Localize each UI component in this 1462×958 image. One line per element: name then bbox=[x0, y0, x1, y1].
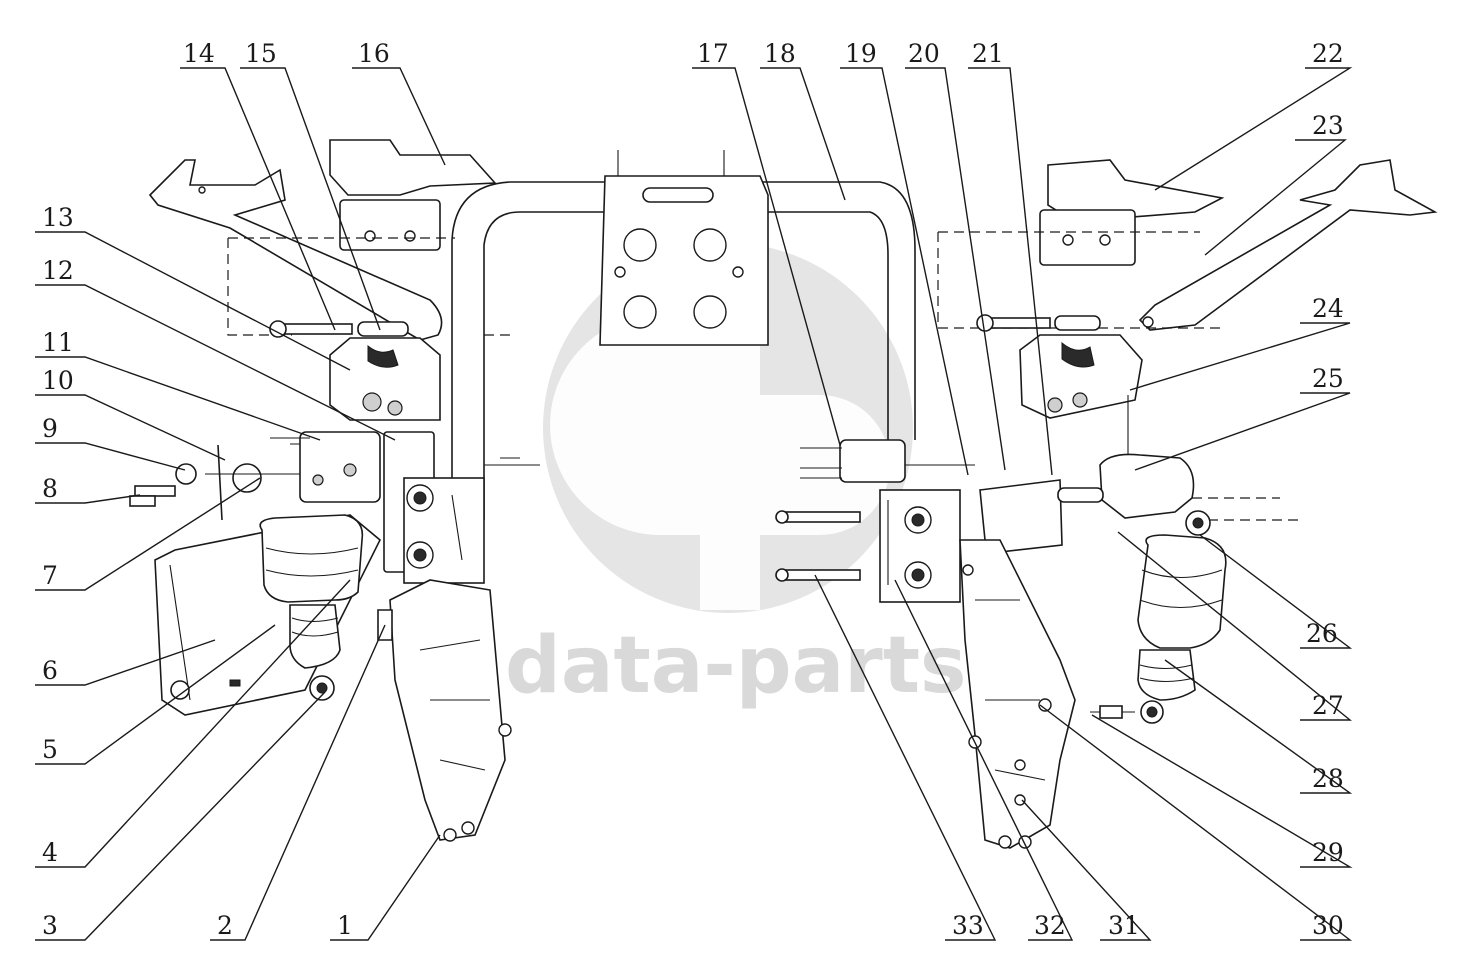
leader-9 bbox=[35, 442, 186, 471]
callout-14: 14 bbox=[183, 39, 215, 68]
leader-13 bbox=[35, 231, 351, 371]
callout-22: 22 bbox=[1312, 39, 1344, 68]
callout-11: 11 bbox=[42, 328, 74, 357]
leader-6 bbox=[35, 639, 216, 686]
right-assembly bbox=[775, 159, 1438, 849]
leader-22 bbox=[1154, 67, 1353, 191]
leader-4 bbox=[35, 579, 351, 868]
callout-8: 8 bbox=[42, 474, 58, 503]
leader-12 bbox=[35, 284, 396, 441]
callout-30: 30 bbox=[1312, 911, 1344, 940]
leader-26 bbox=[1199, 534, 1353, 649]
leader-31 bbox=[1021, 799, 1152, 941]
watermark-brand-text: data-parts bbox=[505, 621, 966, 711]
leader-17 bbox=[692, 67, 841, 446]
callout-4: 4 bbox=[42, 838, 58, 867]
callout-17: 17 bbox=[697, 39, 729, 68]
leader-10 bbox=[35, 394, 226, 461]
callout-31: 31 bbox=[1108, 911, 1140, 940]
callout-25: 25 bbox=[1312, 364, 1344, 393]
callout-29: 29 bbox=[1312, 838, 1344, 867]
leader-20 bbox=[905, 67, 1006, 471]
callout-19: 19 bbox=[845, 39, 877, 68]
leader-32 bbox=[894, 579, 1074, 941]
callout-21: 21 bbox=[972, 39, 1004, 68]
callout-18: 18 bbox=[764, 39, 796, 68]
callout-6: 6 bbox=[42, 656, 58, 685]
callout-7: 7 bbox=[42, 561, 58, 590]
callout-16: 16 bbox=[358, 39, 390, 68]
leader-1 bbox=[330, 834, 441, 941]
leader-21 bbox=[968, 67, 1053, 476]
leader-14 bbox=[180, 67, 336, 331]
callout-3: 3 bbox=[42, 911, 58, 940]
leader-15 bbox=[240, 67, 381, 331]
callout-12: 12 bbox=[42, 256, 74, 285]
leader-30 bbox=[1039, 704, 1353, 941]
leader-27 bbox=[1117, 531, 1352, 721]
callout-26: 26 bbox=[1306, 619, 1338, 648]
leader-8 bbox=[35, 494, 141, 504]
callout-20: 20 bbox=[908, 39, 940, 68]
central-frame bbox=[451, 150, 916, 520]
leader-23 bbox=[1204, 139, 1347, 256]
leader-16 bbox=[352, 67, 446, 166]
leader-25 bbox=[1134, 392, 1351, 471]
callout-labels: 14 15 16 13 12 11 10 9 8 7 6 5 4 3 2 1 1… bbox=[42, 39, 1344, 940]
leader-7 bbox=[35, 477, 261, 591]
leader-3 bbox=[35, 691, 326, 941]
callout-33: 33 bbox=[952, 911, 984, 940]
leader-24 bbox=[1129, 322, 1351, 391]
left-assembly bbox=[129, 139, 540, 842]
leader-5 bbox=[35, 624, 276, 765]
leader-28 bbox=[1164, 659, 1353, 794]
leader-11 bbox=[35, 356, 321, 441]
callout-9: 9 bbox=[42, 414, 58, 443]
callout-24: 24 bbox=[1312, 294, 1344, 323]
leader-2 bbox=[210, 624, 386, 941]
leader-19 bbox=[840, 67, 969, 476]
callout-15: 15 bbox=[245, 39, 277, 68]
callout-23: 23 bbox=[1312, 111, 1344, 140]
leader-18 bbox=[760, 67, 846, 201]
leader-29 bbox=[1091, 714, 1353, 868]
callout-32: 32 bbox=[1034, 911, 1066, 940]
callout-2: 2 bbox=[217, 911, 233, 940]
callout-5: 5 bbox=[42, 735, 58, 764]
watermark-logo-glyph bbox=[550, 300, 890, 610]
leader-lines bbox=[35, 67, 1353, 941]
callout-27: 27 bbox=[1312, 691, 1344, 720]
callout-13: 13 bbox=[42, 203, 74, 232]
callout-28: 28 bbox=[1312, 764, 1344, 793]
callout-10: 10 bbox=[42, 366, 74, 395]
callout-1: 1 bbox=[337, 911, 353, 940]
leader-33 bbox=[814, 574, 997, 941]
